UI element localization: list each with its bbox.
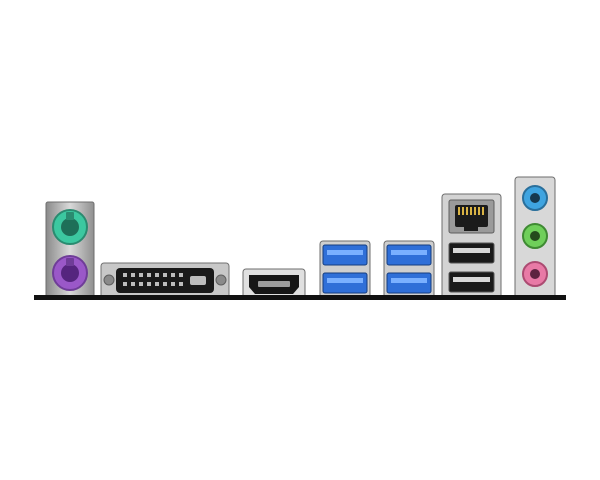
ps2-ports xyxy=(45,201,95,299)
hdmi-port xyxy=(242,267,306,301)
io-shield-base xyxy=(34,295,566,300)
usb-stack-left xyxy=(319,240,371,300)
audio-jacks xyxy=(514,176,556,300)
usb-stack-right xyxy=(383,240,435,300)
lan-usb-combo xyxy=(441,193,502,300)
dvi-port xyxy=(100,261,230,301)
